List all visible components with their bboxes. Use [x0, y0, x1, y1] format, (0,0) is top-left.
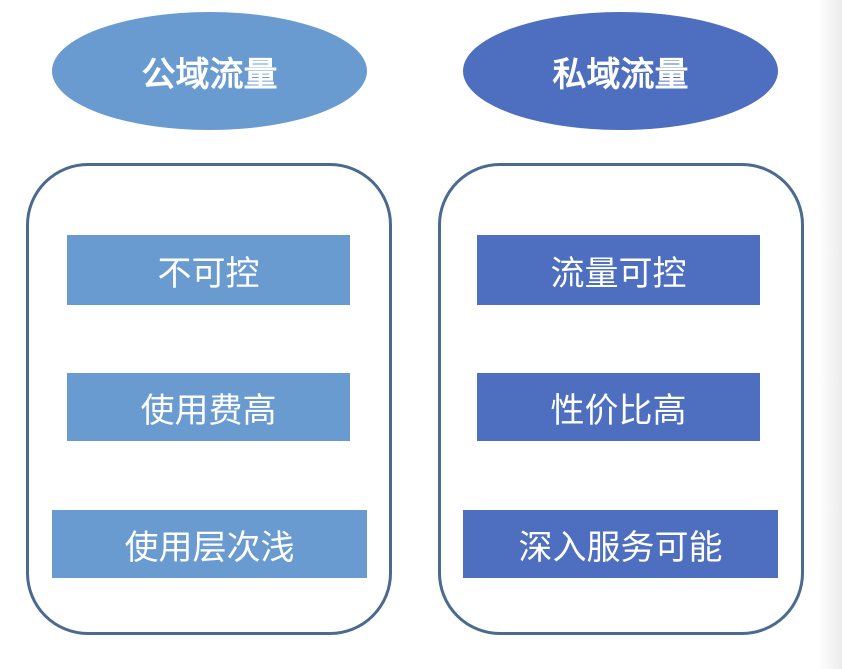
- public-item: 使用层次浅: [52, 510, 367, 578]
- private-item: 流量可控: [477, 235, 760, 305]
- public-item: 不可控: [67, 235, 350, 305]
- private-item: 深入服务可能: [463, 510, 778, 578]
- page-edge-shadow: [818, 0, 842, 669]
- private-traffic-box: [438, 163, 804, 635]
- private-traffic-title: 私域流量: [463, 12, 778, 130]
- private-item: 性价比高: [477, 373, 760, 441]
- public-traffic-title: 公域流量: [52, 12, 367, 130]
- public-item: 使用费高: [67, 373, 350, 441]
- public-traffic-box: [26, 163, 392, 635]
